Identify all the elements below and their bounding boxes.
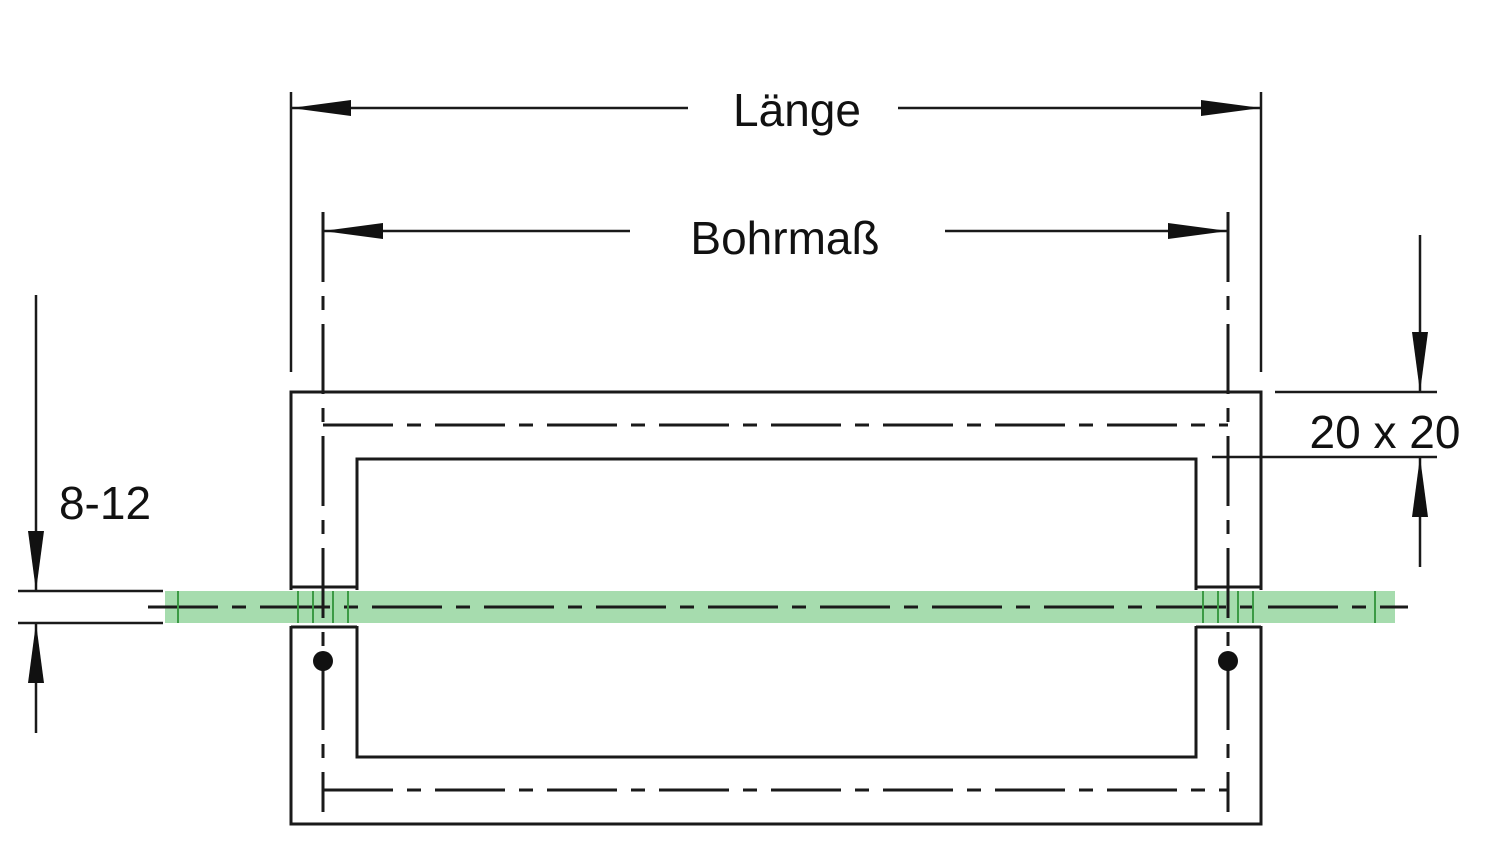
glass-pane: [148, 591, 1408, 623]
handle-upper: [289, 390, 1263, 590]
profile-dimension: 20 x 20: [1212, 235, 1460, 567]
hole-spacing-dimension: Bohrmaß: [323, 212, 1228, 264]
length-dimension: Länge: [289, 84, 1263, 372]
hole-spacing-label: Bohrmaß: [690, 212, 879, 264]
screw-icon-right: [1218, 651, 1238, 671]
screw-icon-left: [313, 651, 333, 671]
length-label: Länge: [733, 84, 861, 136]
handle-centerlines: [321, 212, 1230, 812]
glass-thickness-label: 8-12: [59, 477, 151, 529]
handle-lower: [289, 625, 1263, 826]
profile-label: 20 x 20: [1310, 406, 1461, 458]
glass-thickness-dimension: 8-12: [18, 295, 163, 733]
